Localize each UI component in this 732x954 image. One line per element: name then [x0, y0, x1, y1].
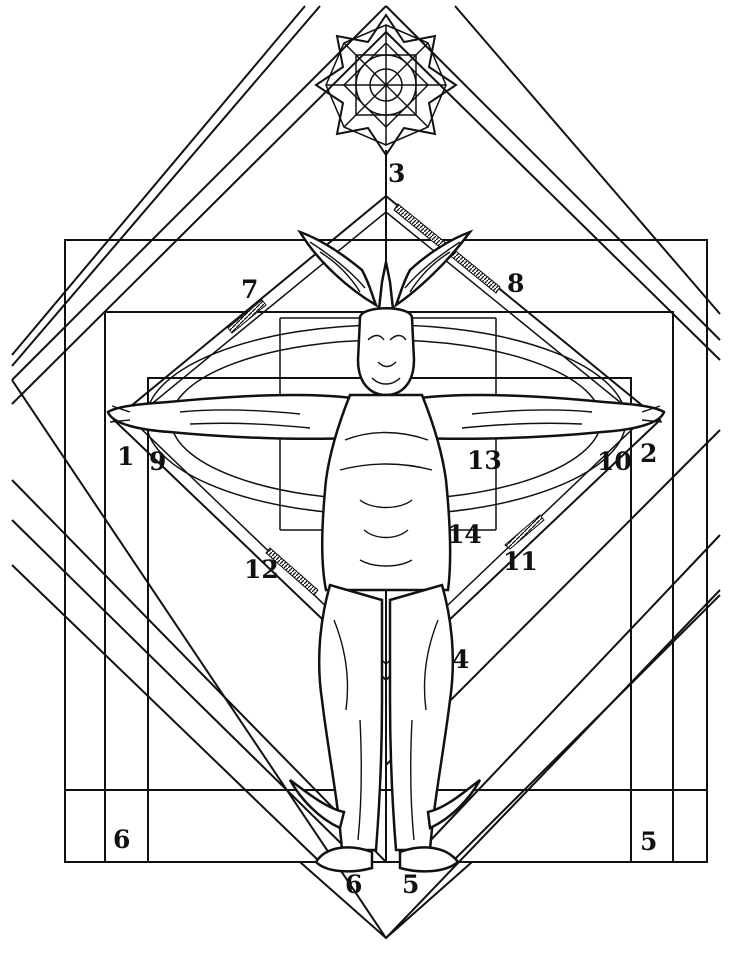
left-leg	[317, 583, 384, 852]
right-foot	[398, 846, 460, 873]
right-leg	[388, 583, 455, 852]
label-14: 14	[447, 520, 482, 549]
label-8: 8	[507, 269, 524, 298]
hatch-band-lower-left	[265, 547, 319, 596]
label-11: 11	[503, 547, 538, 576]
left-foot	[314, 846, 374, 873]
label-6-left: 6	[113, 825, 130, 854]
hatch-band-upper-left	[227, 299, 267, 334]
hatch-band-lower-right	[504, 514, 545, 550]
right-arm	[418, 393, 666, 440]
torso	[320, 393, 452, 592]
left-arm	[106, 393, 354, 440]
diamond-outer	[112, 194, 662, 682]
left-lower-wing	[288, 779, 346, 830]
label-13: 13	[467, 446, 502, 475]
diamond-inner	[130, 211, 644, 666]
head	[356, 307, 416, 397]
bottom-triangle	[297, 861, 475, 940]
label-1: 1	[117, 442, 134, 471]
label-6-bottom: 6	[345, 870, 362, 899]
eight-pointed-star-icon	[314, 13, 458, 157]
label-12: 12	[244, 555, 279, 584]
bottom-diamond	[297, 861, 475, 940]
horned-figure-icon	[106, 229, 666, 873]
chevron-lines	[11, 5, 721, 405]
right-horn	[393, 229, 474, 309]
label-10: 10	[597, 447, 632, 476]
label-7: 7	[241, 275, 258, 304]
number-labels: 1 2 3 4 5 5 6 6 7 8 9 10 11 12 13 14	[113, 159, 657, 899]
label-4: 4	[452, 645, 469, 674]
diagonal-lines	[11, 379, 721, 939]
label-9: 9	[149, 447, 166, 476]
label-5-right: 5	[640, 827, 657, 856]
label-2: 2	[640, 439, 657, 468]
right-lower-wing	[426, 779, 482, 830]
label-3: 3	[388, 159, 405, 188]
label-5-bottom: 5	[402, 870, 419, 899]
